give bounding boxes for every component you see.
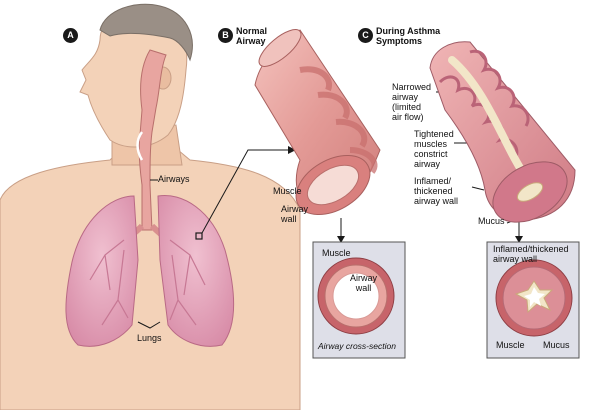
narrowed-line3: (limited [392, 102, 422, 112]
inset-asthma-inflamed-label: Inflamed/thickened airway wall [493, 244, 569, 264]
narrowed-airway-label: Narrowed airway (limited air flow) [392, 82, 431, 122]
inset-asthma-inflamed-line1: Inflamed/thickened [493, 244, 569, 254]
inset-asthma-box [486, 241, 580, 359]
inset-normal-wall-line1: Airway [350, 273, 378, 283]
normal-airway-tube [254, 29, 381, 215]
panel-c-title-line2: Symptoms [376, 36, 423, 46]
panel-c-title: During Asthma Symptoms [376, 26, 440, 46]
panel-b-title-line2: Airway [236, 36, 266, 46]
inset-normal-wall-line2: wall [355, 283, 372, 293]
mucus-label: Mucus [478, 216, 505, 226]
inflamed-wall-label: Inflamed/ thickened airway wall [414, 176, 458, 206]
narrowed-line2: airway [392, 92, 419, 102]
panel-c-title-line1: During Asthma [376, 26, 441, 36]
lungs [65, 194, 235, 347]
panel-b-badge: B [218, 28, 233, 43]
panel-b-title: Normal Airway [236, 26, 267, 46]
inflamed-line1: Inflamed/ [414, 176, 452, 186]
lungs-label: Lungs [137, 333, 162, 343]
airway-wall-label-line1: Airway [281, 204, 309, 214]
inset-normal-box [312, 241, 406, 359]
tightened-line3: constrict [414, 149, 448, 159]
panel-b-title-line1: Normal [236, 26, 268, 36]
arrowheads [288, 146, 523, 243]
inset-asthma-inflamed-line2: airway wall [493, 254, 538, 264]
asthma-airway-tube [429, 41, 576, 223]
inset-caption: Airway cross-section [318, 341, 396, 351]
inset-normal-muscle-label: Muscle [322, 248, 351, 258]
tightened-line4: airway [414, 159, 441, 169]
airways-label: Airways [158, 174, 190, 184]
inflamed-line2: thickened [414, 186, 453, 196]
tightened-muscles-label: Tightened muscles constrict airway [414, 129, 454, 169]
panel-c-badge: C [358, 28, 373, 43]
zoom-marker-square [195, 232, 203, 240]
narrowed-line4: air flow) [392, 112, 424, 122]
panel-a-badge: A [63, 28, 78, 43]
inset-asthma-muscle-label: Muscle [496, 340, 525, 350]
inset-asthma-mucus-label: Mucus [543, 340, 570, 350]
airway-wall-label-line2: wall [281, 214, 297, 224]
tightened-line2: muscles [414, 139, 448, 149]
inflamed-line3: airway wall [414, 196, 459, 206]
tightened-line1: Tightened [414, 129, 454, 139]
narrowed-line1: Narrowed [392, 82, 432, 92]
airway-wall-label: Airway wall [281, 204, 308, 224]
inset-normal-wall-label: Airway wall [350, 273, 377, 293]
muscle-label: Muscle [273, 186, 302, 196]
